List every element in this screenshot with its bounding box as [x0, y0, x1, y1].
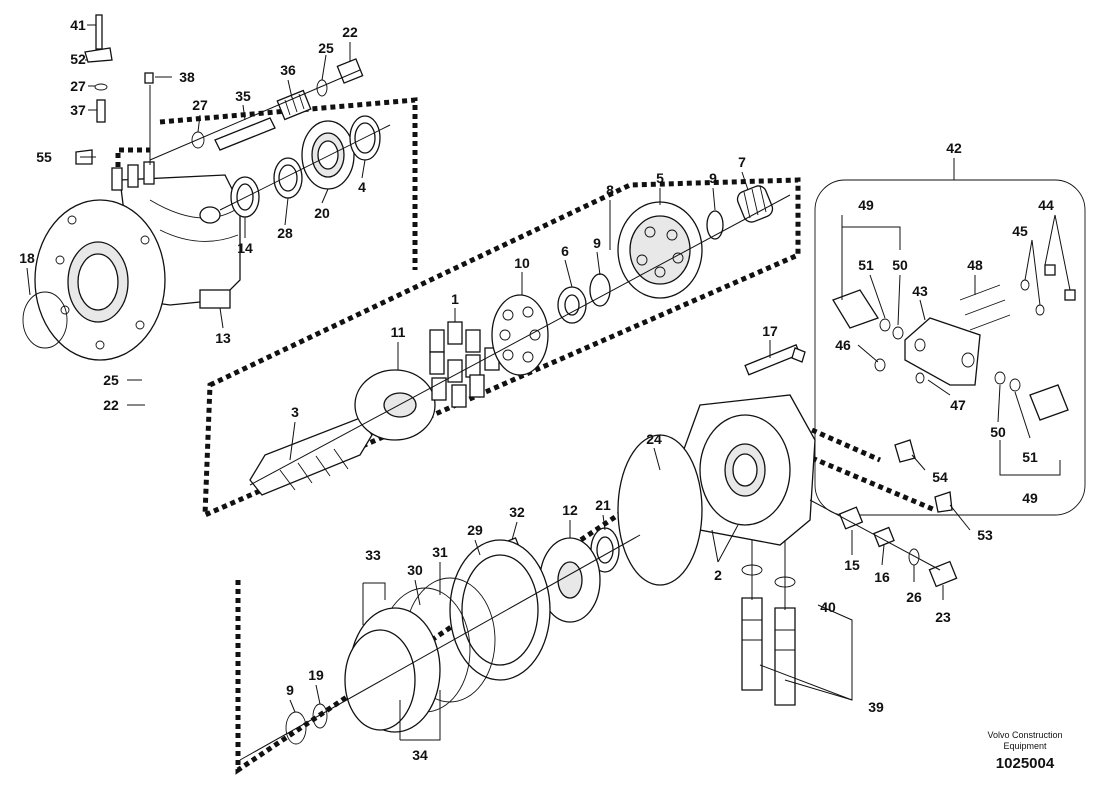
label-part-49: 49	[858, 197, 874, 213]
label-part-33: 33	[365, 547, 381, 563]
label-part-2: 2	[714, 567, 722, 583]
label-part-32: 32	[509, 504, 525, 520]
label-part-31: 31	[432, 544, 448, 560]
label-part-3: 3	[291, 404, 299, 420]
label-part-51: 51	[858, 257, 874, 273]
drawing-number: 1025004	[995, 755, 1055, 772]
label-part-45: 45	[1012, 223, 1028, 239]
label-part-43: 43	[912, 283, 928, 299]
label-part-40: 40	[820, 599, 836, 615]
label-part-30: 30	[407, 562, 423, 578]
label-part-9: 9	[709, 170, 717, 186]
label-part-1: 1	[451, 291, 459, 307]
label-part-14: 14	[237, 240, 253, 256]
label-part-27-b: 27	[192, 97, 208, 113]
label-part-23: 23	[935, 609, 951, 625]
label-part-29: 29	[467, 522, 483, 538]
label-part-35: 35	[235, 88, 251, 104]
label-part-47: 47	[950, 397, 966, 413]
label-part-27: 27	[70, 78, 86, 94]
label-part-55: 55	[36, 149, 52, 165]
label-part-8: 8	[606, 182, 614, 198]
valve-group-box	[814, 179, 1086, 516]
piston-set	[429, 321, 500, 408]
label-part-48: 48	[967, 257, 983, 273]
label-part-20: 20	[314, 205, 330, 221]
label-part-26: 26	[906, 589, 922, 605]
label-part-7: 7	[738, 154, 746, 170]
label-part-51-b: 51	[1022, 449, 1038, 465]
label-part-39: 39	[868, 699, 884, 715]
label-part-4: 4	[358, 179, 366, 195]
part-labels: 41 52 27 37 38 36 25 22 35 27 55 4 20 28…	[19, 17, 1054, 763]
label-part-46: 46	[835, 337, 851, 353]
label-part-9-b: 9	[593, 235, 601, 251]
label-part-13: 13	[215, 330, 231, 346]
label-part-21: 21	[595, 497, 611, 513]
company-caption: Volvo Construction Equipment	[987, 730, 1063, 751]
leader-lines	[26, 24, 1071, 741]
reduction-gear-group	[239, 527, 641, 761]
label-part-34: 34	[412, 747, 428, 763]
label-part-6: 6	[561, 243, 569, 259]
label-part-42: 42	[946, 140, 962, 156]
label-part-50: 50	[892, 257, 908, 273]
label-part-36: 36	[280, 62, 296, 78]
label-part-16: 16	[874, 569, 890, 585]
control-piston-parts	[149, 58, 364, 161]
valve-block-group	[832, 264, 1076, 421]
front-cover	[617, 344, 816, 586]
label-part-37: 37	[70, 102, 86, 118]
label-part-10: 10	[514, 255, 530, 271]
label-part-38: 38	[179, 69, 195, 85]
retaining-ring	[22, 291, 68, 349]
label-part-54: 54	[932, 469, 948, 485]
label-part-22-b: 22	[103, 397, 119, 413]
label-part-22: 22	[342, 24, 358, 40]
label-part-41: 41	[70, 17, 86, 33]
dashed-connectors-right	[810, 427, 936, 513]
label-part-25: 25	[318, 40, 334, 56]
label-part-52: 52	[70, 51, 86, 67]
rotating-group	[249, 185, 791, 496]
label-part-44: 44	[1038, 197, 1054, 213]
label-part-25-b: 25	[103, 372, 119, 388]
label-part-18: 18	[19, 250, 35, 266]
label-part-19: 19	[308, 667, 324, 683]
motor-housing	[34, 161, 241, 361]
label-part-5: 5	[656, 170, 664, 186]
label-part-24: 24	[646, 431, 662, 447]
label-part-53: 53	[977, 527, 993, 543]
dashed-frame-middle	[202, 177, 801, 519]
right-plugs	[809, 439, 958, 588]
small-parts-upper	[75, 14, 154, 165]
relief-valves	[741, 540, 796, 706]
label-part-28: 28	[277, 225, 293, 241]
label-part-12: 12	[562, 502, 578, 518]
label-part-50-b: 50	[990, 424, 1006, 440]
label-part-9-c: 9	[286, 682, 294, 698]
bearing-stack-upper	[219, 115, 391, 218]
label-part-17: 17	[762, 323, 778, 339]
label-part-11: 11	[391, 324, 406, 340]
label-part-15: 15	[844, 557, 860, 573]
label-part-49-b: 49	[1022, 490, 1038, 506]
